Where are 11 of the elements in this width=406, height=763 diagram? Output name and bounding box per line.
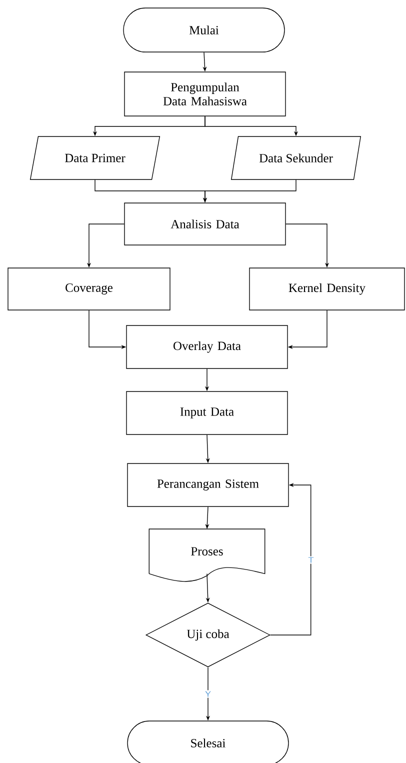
process-box: Input Data [126, 391, 288, 435]
edge-label: T [307, 556, 315, 564]
process-box: Perancangan Sistem [127, 463, 289, 507]
process-box: Overlay Data [126, 325, 288, 369]
data-parallelogram: Data Primer [30, 136, 160, 180]
process-box: Kernel Density [249, 268, 405, 310]
process-box: Pengumpulan Data Mahasiswa [124, 72, 286, 116]
document-shape: Proses [148, 528, 266, 582]
process-box: Analisis Data [124, 202, 286, 246]
process-box: Coverage [8, 268, 170, 310]
edge-label: Y [204, 690, 212, 698]
